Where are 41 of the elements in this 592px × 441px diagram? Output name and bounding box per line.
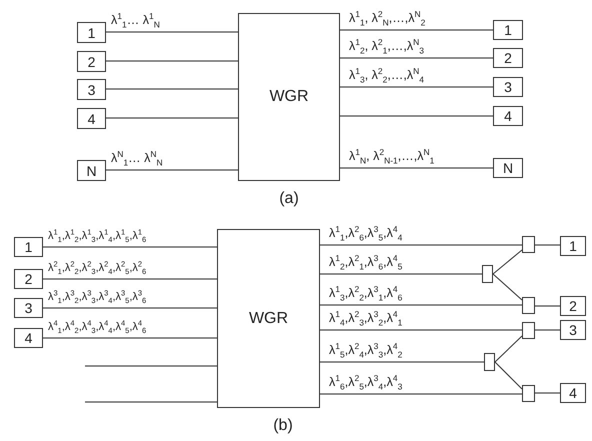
- port-box: 2: [560, 296, 586, 316]
- port-box: 4: [560, 383, 586, 403]
- coupler-box: [482, 265, 493, 283]
- connection-line: [320, 244, 522, 246]
- coupler-box: [522, 322, 535, 339]
- panel-caption: (b): [273, 417, 293, 435]
- coupler-box: [522, 236, 535, 253]
- port-box: 4: [14, 328, 43, 348]
- port-box: 2: [493, 48, 523, 68]
- connection-line: [492, 250, 522, 274]
- port-box: 1: [560, 236, 586, 256]
- port-box: 3: [14, 298, 43, 318]
- connection-line: [106, 60, 238, 62]
- connection-line: [492, 274, 522, 300]
- port-box: 1: [493, 20, 523, 40]
- port-box: N: [493, 158, 523, 178]
- port-box: 3: [493, 77, 523, 97]
- router-box: WGR: [217, 229, 320, 408]
- port-box: 2: [14, 269, 43, 289]
- connection-line: [494, 362, 522, 390]
- port-box: 1: [77, 22, 106, 43]
- connection-line: [42, 278, 218, 280]
- port-box: 4: [77, 108, 106, 129]
- panel-caption: (a): [279, 190, 299, 208]
- connection-line: [494, 336, 522, 362]
- connection-line: [534, 244, 560, 246]
- coupler-box: [484, 353, 495, 371]
- router-box: WGR: [238, 13, 340, 181]
- connection-line: [320, 304, 522, 306]
- connection-line: [106, 88, 238, 90]
- port-box: 1: [14, 237, 43, 257]
- coupler-box: [522, 297, 535, 314]
- port-box: 3: [560, 320, 586, 340]
- port-box: 3: [77, 79, 106, 100]
- port-box: 2: [77, 51, 106, 72]
- connection-line: [534, 392, 560, 394]
- port-box: 4: [493, 106, 523, 126]
- connection-line: [340, 86, 494, 88]
- port-box: N: [77, 160, 106, 181]
- connection-line: [42, 246, 218, 248]
- coupler-box: [522, 385, 535, 402]
